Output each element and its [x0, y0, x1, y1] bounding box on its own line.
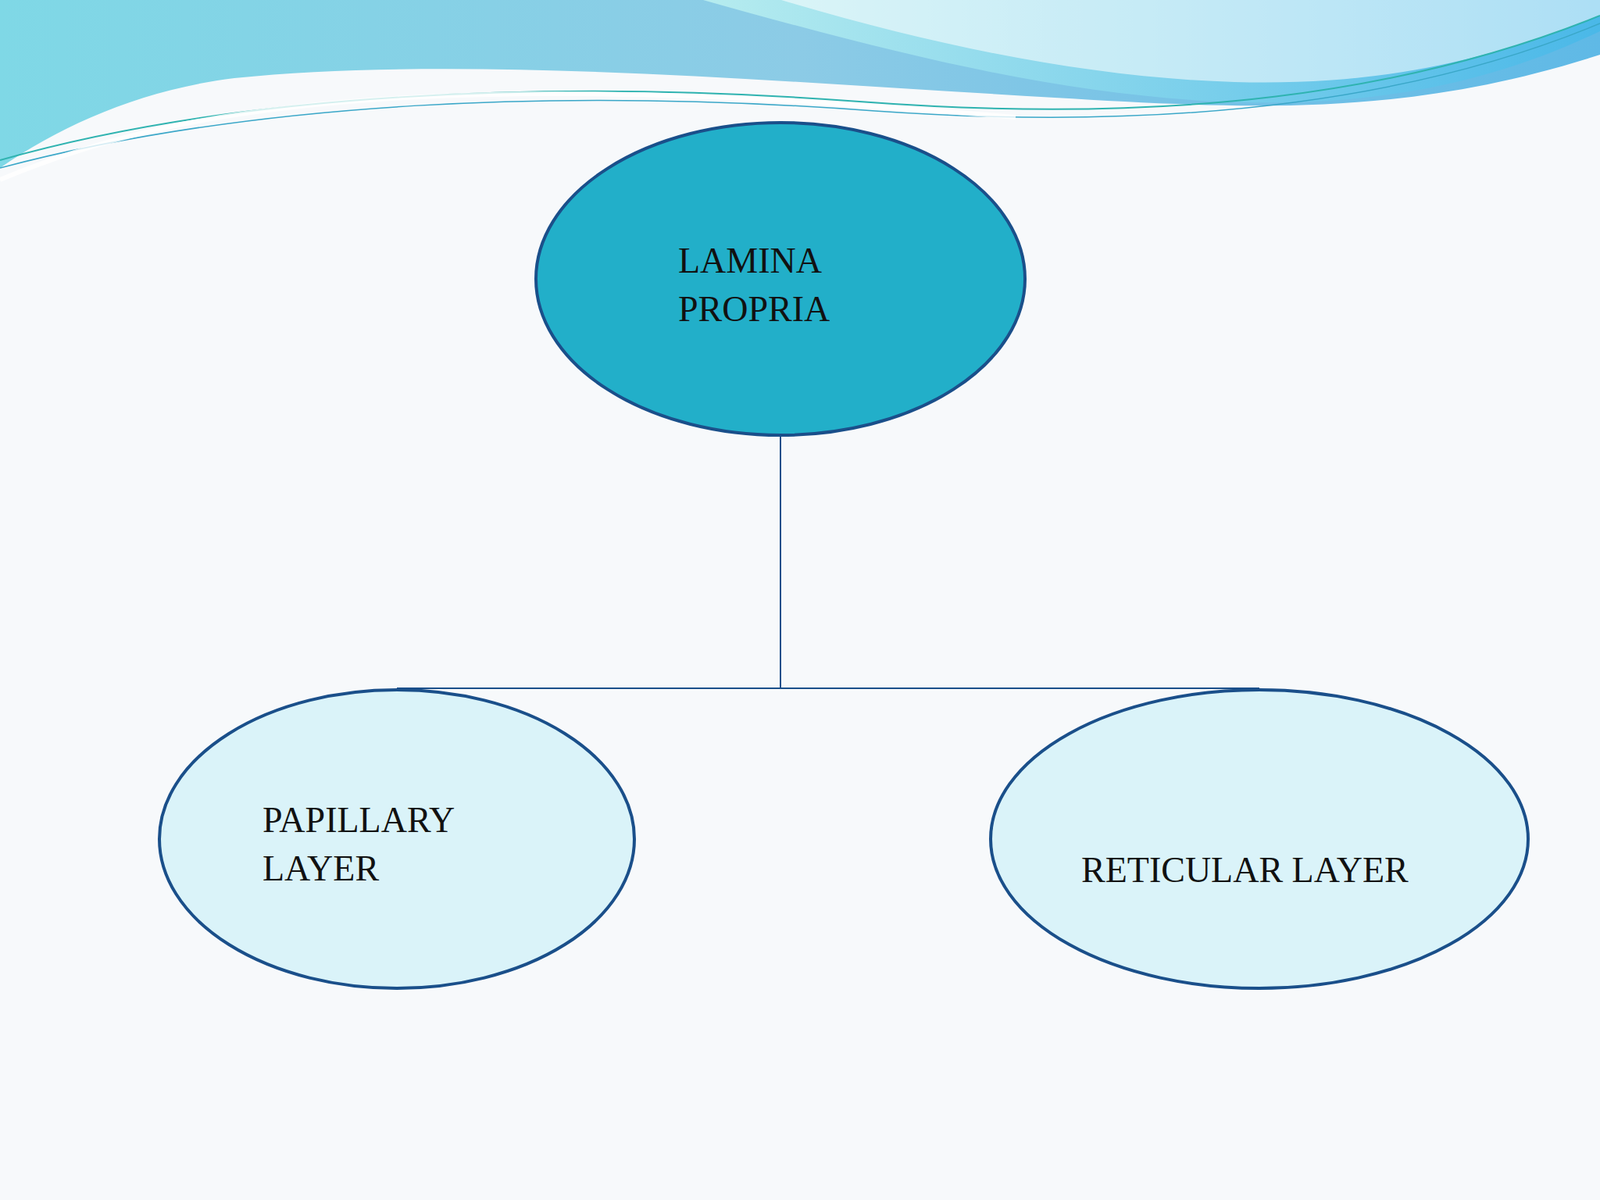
- ellipse-shape: [535, 122, 1025, 436]
- node-label: RETICULAR LAYER: [1081, 846, 1488, 895]
- ellipse-outline: [989, 688, 1530, 990]
- tree-connector: [396, 436, 781, 689]
- node-label: LAMINA PROPRIA: [678, 236, 890, 334]
- ellipse-shape: [159, 689, 635, 989]
- ellipse-shape: [990, 689, 1529, 989]
- wave-highlight: [781, 0, 1600, 83]
- wave-band: [703, 0, 1600, 103]
- child-ellipse: RETICULAR LAYER: [989, 688, 1530, 990]
- tree-connector: [780, 436, 1260, 689]
- node-label: PAPILLARY LAYER: [262, 796, 497, 893]
- child-ellipse: PAPILLARY LAYER: [157, 688, 636, 990]
- root-ellipse: LAMINA PROPRIA: [534, 121, 1027, 437]
